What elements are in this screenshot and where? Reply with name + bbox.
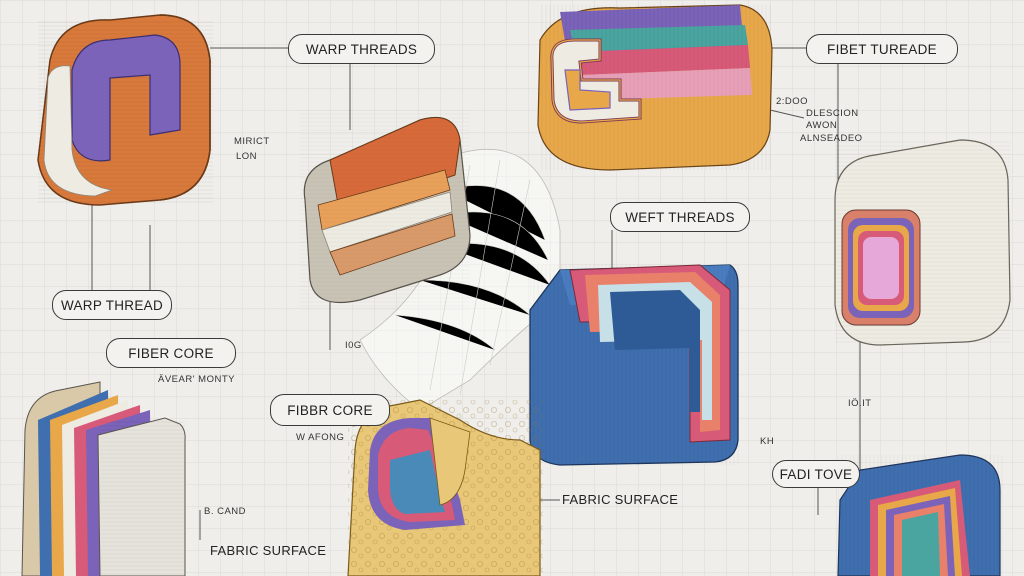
note-w-afong: W AFONG [296,432,345,443]
label-fibbr-core: FIBBR CORE [270,394,390,426]
label-fiber-core: FIBER CORE [106,338,236,368]
fiber-bundle-cross-section [537,4,773,171]
warp-thread-u-block [37,14,213,206]
label-fabric-surface-left: FABRIC SURFACE [210,543,327,558]
note-mirict: MIRICT [234,136,270,147]
fabric-tube-block [834,139,1011,346]
rolled-fiber-layers [300,110,471,310]
note-b-cand: B. CAND [204,506,247,517]
label-fadi-tove: FADI TOVE [772,460,860,488]
note-idit: IÖ.IT [848,398,872,409]
note-kh: KH [760,436,775,447]
note-awon: AWON [806,120,838,131]
label-fibet-tureade: FIBET TUREADE [806,34,958,64]
weft-threads-box [529,264,740,466]
label-weft-threads: WEFT THREADS [610,202,750,232]
note-dlescion: DLESCION [806,108,859,119]
fiber-core-stack [21,381,186,576]
label-warp-thread: WARP THREAD [52,290,172,320]
note-avear-monty: ÄVEAR' MONTY [158,374,235,385]
label-fabric-surface-center: FABRIC SURFACE [562,492,679,507]
label-warp-threads: WARP THREADS [288,34,435,64]
fadi-tove-block [837,454,1003,576]
note-lon: LON [236,151,258,162]
fabric-surface-foam-block [347,399,543,576]
note-2000: 2:DOO [776,96,809,107]
note-alnseadeo: ALNSEADEO [800,133,863,144]
note-i0g: I0G [345,340,362,351]
